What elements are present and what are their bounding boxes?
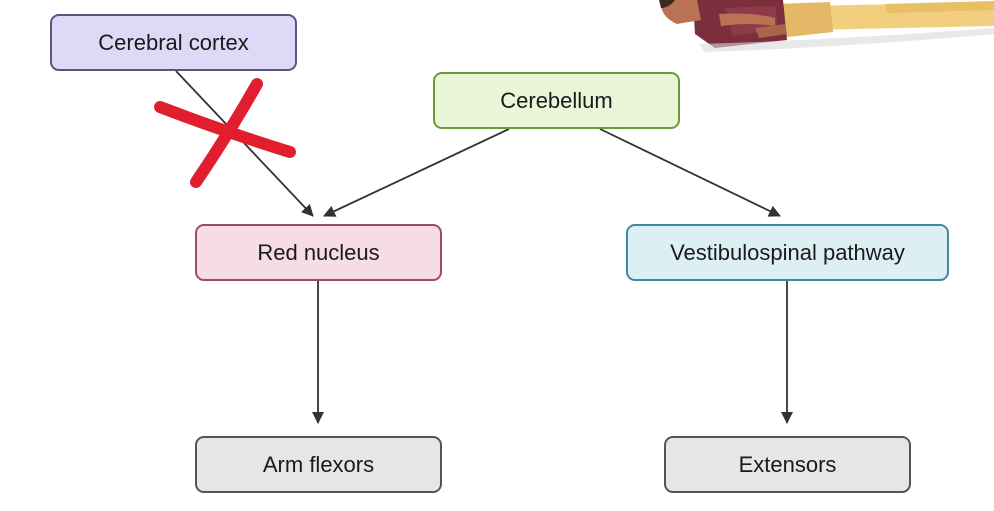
node-arm-flexors: Arm flexors [195,436,442,493]
edge-cerebellum-to-red-nucleus [323,128,510,217]
node-label: Cerebellum [500,87,613,113]
cross-stroke-b [190,78,263,188]
red-x-cross-icon [154,78,296,188]
node-label: Red nucleus [257,239,380,265]
edge-cerebellum-to-vestibulospinal [599,128,781,217]
node-label: Extensors [738,451,837,477]
node-cerebral-cortex: Cerebral cortex [50,14,297,71]
person-lying-supine-icon [659,0,994,52]
node-vestibulospinal-pathway: Vestibulospinal pathway [626,224,949,281]
node-cerebellum: Cerebellum [433,72,680,129]
node-label: Vestibulospinal pathway [670,239,905,265]
node-label: Arm flexors [262,451,375,477]
node-red-nucleus: Red nucleus [195,224,442,281]
node-label: Cerebral cortex [98,29,249,55]
node-extensors: Extensors [664,436,911,493]
